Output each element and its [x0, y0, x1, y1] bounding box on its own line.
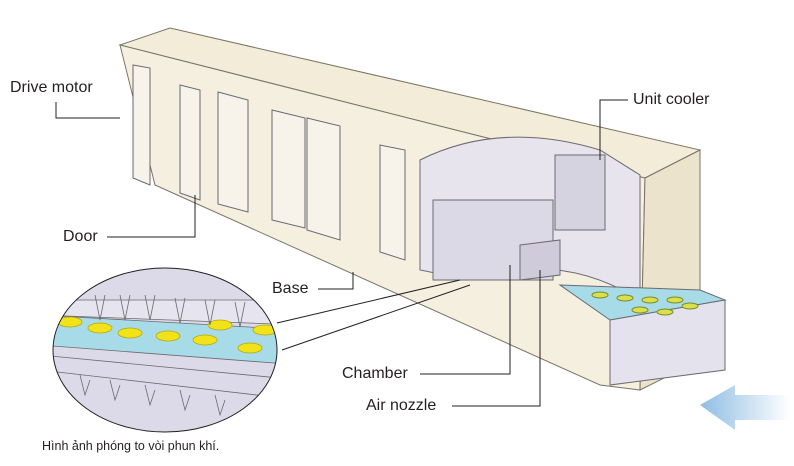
label-chamber: Chamber — [342, 365, 408, 382]
label-drive-motor: Drive motor — [10, 79, 93, 96]
cutaway-interior — [419, 136, 641, 301]
discharge-conveyor — [558, 284, 727, 386]
label-base: Base — [272, 280, 309, 297]
doors — [132, 64, 406, 261]
airflow-arrow — [700, 385, 790, 430]
magnified-nozzle-inset — [52, 267, 278, 433]
leader-lines — [55, 99, 628, 407]
inset-caption: Hình ảnh phóng to vòi phun khí. — [42, 439, 220, 453]
unit-cooler-block — [554, 154, 606, 231]
label-door: Door — [63, 228, 98, 245]
label-air-nozzle: Air nozzle — [366, 397, 437, 414]
label-unit-cooler: Unit cooler — [633, 91, 710, 108]
